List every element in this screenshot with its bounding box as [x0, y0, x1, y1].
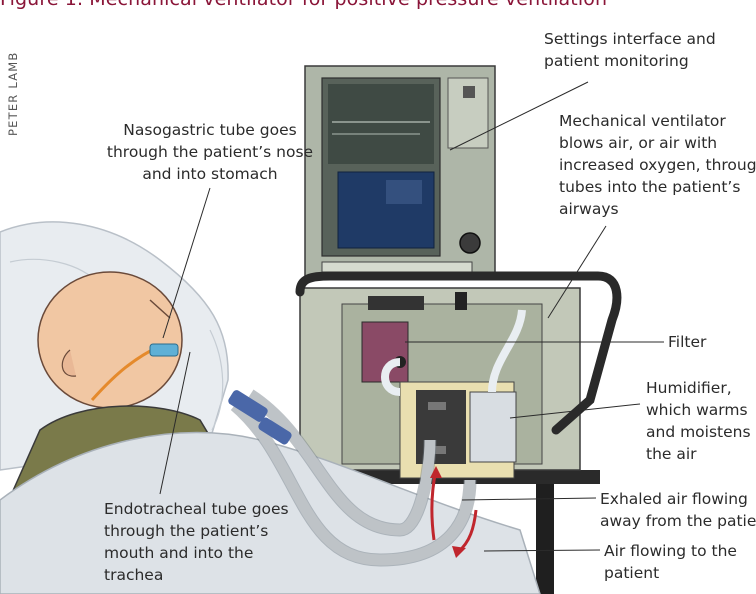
tube-expiratory	[247, 390, 436, 536]
figure-title-text: Mechanical ventilator for positive press…	[89, 0, 607, 10]
label-exhaled: Exhaled air flowing away from the patien…	[600, 490, 756, 530]
patient-head	[37, 271, 183, 409]
figure-title: Figure 1. Mechanical ventilator for posi…	[0, 0, 607, 10]
label-humidifier: Humidifier, which warms and moistens the…	[646, 379, 751, 463]
leader-ventilator	[547, 225, 607, 319]
monitor-base	[321, 261, 473, 273]
tube-to-humidifier	[488, 309, 526, 393]
patient-ear	[61, 349, 77, 377]
monitor-top-screen	[328, 84, 434, 164]
label-airflow: Air flowing to the patient	[604, 542, 737, 582]
leader-endotracheal	[159, 351, 191, 495]
leader-airflow	[483, 549, 601, 552]
leader-nasogastric	[162, 187, 211, 339]
figure-title-prefix: Figure 1.	[0, 0, 83, 10]
pillow-fold-2	[209, 329, 224, 431]
tube-connector-2	[258, 417, 292, 445]
tube-to-filter	[381, 358, 401, 396]
monitor-knob	[459, 232, 481, 254]
label-filter: Filter	[668, 333, 707, 351]
endotracheal-holder	[149, 343, 179, 357]
tube-connector	[228, 390, 268, 422]
label-endotracheal: Endotracheal tube goes through the patie…	[104, 500, 289, 584]
leader-exhaled	[461, 497, 597, 501]
monitor-screen-window	[386, 180, 422, 204]
label-settings: Settings interface and patient monitorin…	[544, 30, 716, 70]
label-ventilator: Mechanical ventilator blows air, or air …	[559, 112, 756, 218]
label-nasogastric: Nasogastric tube goes through the patien…	[106, 121, 314, 183]
humidifier-chamber	[469, 391, 517, 463]
leader-humidifier	[509, 403, 641, 419]
cart-rail	[295, 271, 622, 435]
patient-brow	[149, 299, 171, 319]
leader-settings	[449, 81, 589, 151]
tube-inspiratory	[231, 400, 476, 566]
leader-lines	[159, 81, 664, 552]
